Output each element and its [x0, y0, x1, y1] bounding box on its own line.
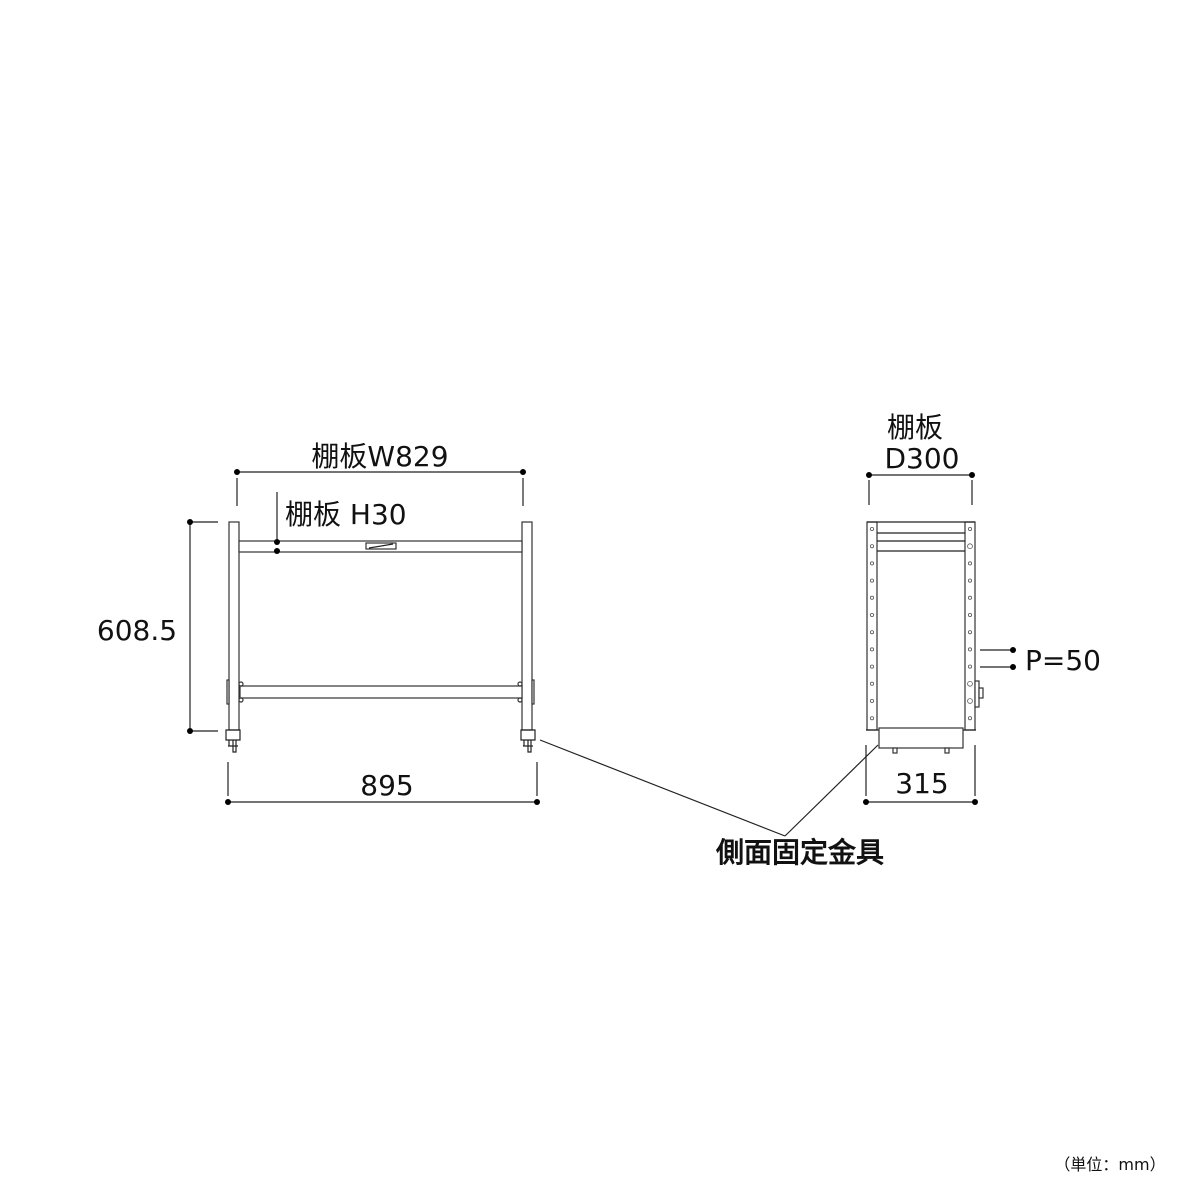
shelf-depth-label-line1: 棚板 [887, 411, 943, 444]
pitch-hole [968, 647, 973, 652]
left-post [228, 521, 240, 731]
side-view: 棚板 D300 P=50 315 [863, 411, 1101, 805]
side-front-post [866, 521, 878, 731]
pitch-hole [870, 699, 875, 704]
pitch-hole [870, 664, 875, 669]
right-clamp [520, 729, 536, 753]
pitch-hole [967, 698, 973, 704]
overall-width-label: 895 [360, 769, 413, 802]
right-post [521, 521, 533, 731]
pitch-hole [967, 543, 973, 549]
height-label: 608.5 [97, 614, 177, 647]
pitch-hole [968, 595, 973, 600]
shelf-depth-label-line2: D300 [884, 442, 959, 475]
pitch-hole [968, 664, 973, 669]
bracket-callout: 側面固定金具 [539, 739, 884, 869]
bottom-tray [878, 727, 964, 749]
overall-depth-label: 315 [895, 767, 948, 800]
pitch-hole [968, 527, 973, 532]
shelf-width-label: 棚板W829 [311, 440, 448, 473]
pitch-hole [967, 680, 973, 687]
pitch-hole [870, 595, 875, 600]
pitch-hole [870, 578, 875, 583]
pitch-hole [968, 630, 973, 635]
pitch-hole [870, 561, 875, 566]
pitch-hole [870, 613, 875, 618]
pitch-hole [870, 681, 875, 686]
pitch-hole [968, 578, 973, 583]
pitch-hole [968, 716, 973, 721]
pitch-hole [870, 544, 875, 549]
pitch-label: P=50 [1025, 644, 1101, 677]
pitch-hole [968, 613, 973, 618]
pitch-holes [870, 527, 973, 721]
pitch-hole [870, 630, 875, 635]
lower-bar [239, 685, 523, 699]
unit-note: （単位：mm） [1054, 1155, 1165, 1174]
pitch-hole [870, 716, 875, 721]
shelf-height-label: 棚板 H30 [285, 498, 407, 531]
left-clamp [225, 729, 241, 753]
front-view: 棚板W829 棚板 H30 608.5 895 [97, 440, 540, 805]
pitch-hole [968, 561, 973, 566]
pitch-hole [870, 527, 875, 532]
side-fixing-bracket-label: 側面固定金具 [715, 836, 884, 869]
pitch-hole [870, 647, 875, 652]
